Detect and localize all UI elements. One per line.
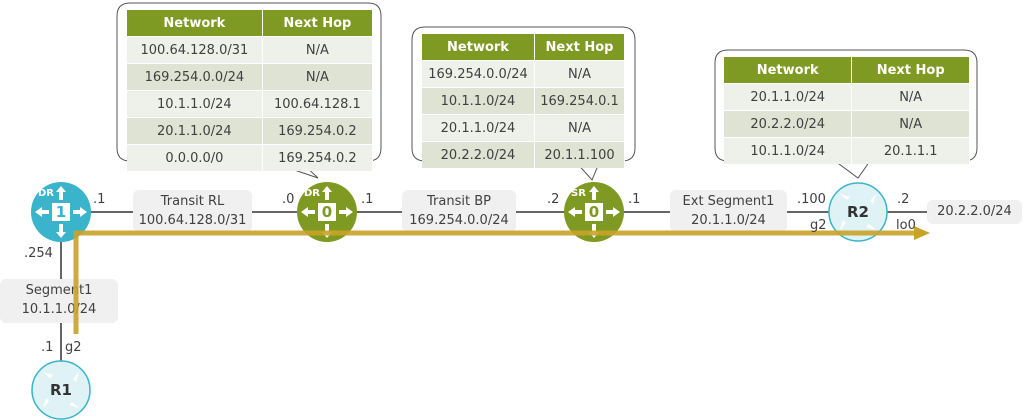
- segment-segment1: Segment1 10.1.1.0/24: [0, 279, 118, 323]
- col-header: Network: [422, 34, 535, 61]
- router-label: R1: [50, 381, 72, 399]
- router-number: 0: [321, 203, 333, 221]
- router-dr0[interactable]: DR 0: [297, 182, 357, 242]
- segment-name: Transit RL: [160, 194, 225, 209]
- router-role: DR: [38, 188, 55, 199]
- ip-label: .2: [547, 192, 560, 207]
- ip-label: .0: [282, 192, 295, 207]
- router-sr0[interactable]: SR 0: [564, 182, 624, 242]
- router-dr1[interactable]: DR 1: [31, 182, 91, 242]
- interface-label: lo0: [896, 218, 916, 233]
- router-r1[interactable]: R1: [31, 360, 91, 420]
- loopback-network: 20.2.2.0/24: [927, 200, 1022, 224]
- interface-label: g2: [65, 340, 82, 355]
- segment-subnet: 20.1.1.0/24: [691, 213, 766, 228]
- segment-subnet: 10.1.1.0/24: [21, 302, 97, 317]
- segment-name: Segment1: [25, 283, 93, 298]
- col-header: Next Hop: [851, 57, 970, 84]
- ip-label: .1: [628, 192, 641, 207]
- col-header: Network: [127, 10, 263, 37]
- ip-label: .1: [361, 192, 374, 207]
- router-number: 1: [55, 203, 67, 221]
- router-icon: [31, 182, 91, 242]
- physical-router-icon: [31, 360, 91, 420]
- segment-ext-segment1: Ext Segment1 20.1.1.0/24: [670, 190, 787, 232]
- ip-label: .100: [797, 192, 826, 207]
- router-label: R2: [847, 203, 869, 221]
- ip-label: .1: [93, 192, 106, 207]
- segment-subnet: 169.254.0.0/24: [409, 213, 509, 228]
- ip-label: .2: [897, 192, 910, 207]
- router-role: DR: [304, 188, 321, 199]
- col-header: Next Hop: [262, 10, 374, 37]
- col-header: Network: [724, 57, 853, 84]
- ip-label: .1: [41, 340, 54, 355]
- segment-subnet: 100.64.128.0/31: [138, 213, 247, 228]
- segment-name: Transit BP: [427, 194, 491, 209]
- router-icon: [564, 182, 624, 242]
- interface-label: g2: [810, 218, 827, 233]
- router-r2[interactable]: R2: [828, 182, 888, 242]
- router-role: SR: [571, 188, 586, 199]
- segment-transit-bp: Transit BP 169.254.0.0/24: [402, 190, 516, 232]
- router-icon: [297, 182, 357, 242]
- ip-label: .254: [24, 246, 53, 261]
- col-header: Next Hop: [534, 34, 625, 61]
- segment-name: Ext Segment1: [682, 194, 775, 209]
- router-number: 0: [588, 203, 600, 221]
- segment-transit-rl: Transit RL 100.64.128.0/31: [133, 190, 252, 232]
